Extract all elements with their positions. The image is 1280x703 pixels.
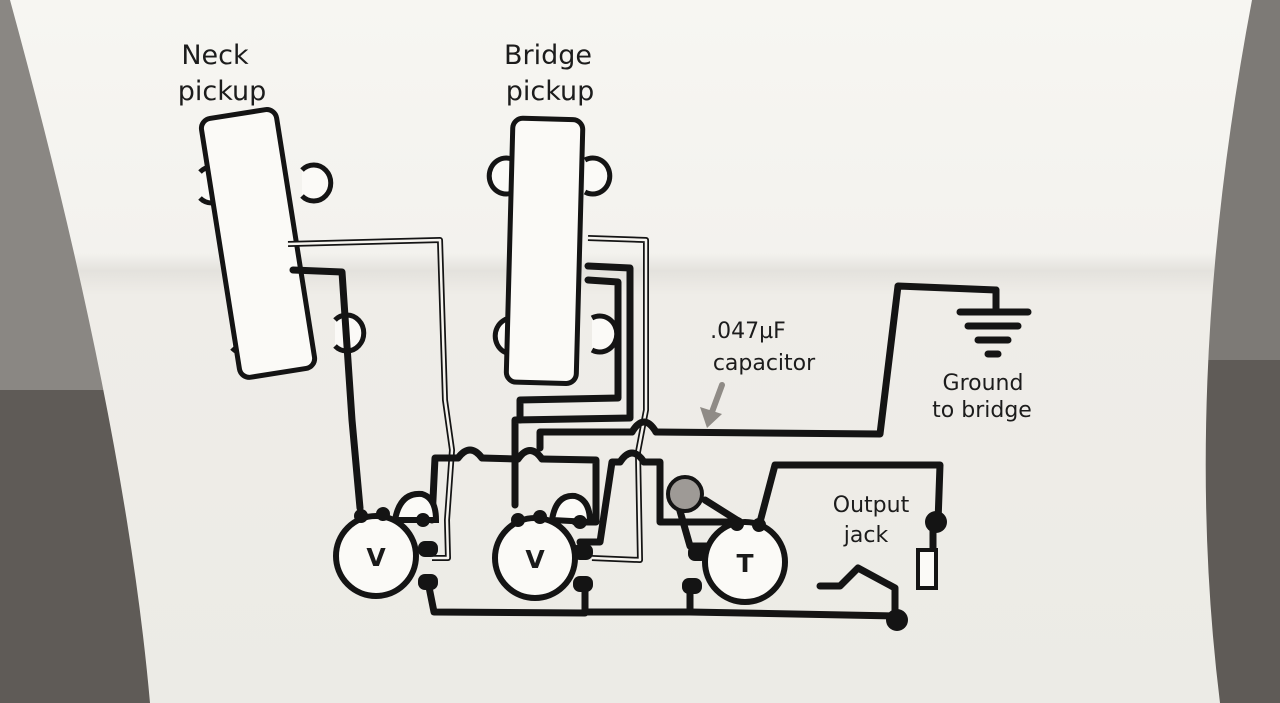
tone-lug-4 <box>682 578 702 594</box>
tone-pot[interactable]: T <box>666 475 788 605</box>
neck-volume-lug-5 <box>418 574 438 590</box>
tone-input-wire <box>640 458 737 526</box>
neck-volume-pot[interactable]: V <box>333 490 440 599</box>
bridge-pickup-label-line2: pickup <box>506 76 595 107</box>
neck-volume-lug-4 <box>418 541 438 557</box>
neck-pickup-tab-top-right <box>300 162 334 204</box>
bridge-pickup-body <box>503 115 586 386</box>
bridge-volume-output-wire <box>576 458 624 546</box>
bridge-pickup-hot-wire <box>511 262 634 509</box>
bridge-pickup-white-wire <box>587 235 649 563</box>
bridge-volume-lug-2 <box>533 510 547 524</box>
capacitor-label-line2: capacitor <box>713 351 816 376</box>
bridge-volume-lug-3 <box>573 515 587 529</box>
neck-pickup <box>198 107 367 380</box>
ground-loop-left <box>424 578 589 617</box>
neck-volume-lug-2 <box>376 507 390 521</box>
capacitor-arrow-icon <box>700 382 725 428</box>
neck-pickup-white-wire <box>287 237 455 561</box>
output-jack-label-line2: jack <box>843 523 889 548</box>
ground-label-line2: to bridge <box>932 398 1032 423</box>
capacitor-icon <box>666 475 704 513</box>
capacitor-label-line1: .047µF <box>710 319 786 344</box>
tone-label: T <box>736 549 753 578</box>
bridge-pickup-tab-top-right <box>583 155 613 197</box>
neck-pickup-label-line1: Neck <box>181 40 249 71</box>
ground-wire-left <box>536 428 636 452</box>
ground-wire-crossover <box>628 418 660 436</box>
tone-lug-3 <box>688 545 708 561</box>
output-jack-tip-contact <box>916 548 938 590</box>
output-jack <box>886 511 947 631</box>
neck-volume-knob[interactable] <box>333 513 419 599</box>
output-hot-wire <box>756 461 944 526</box>
pot-link-wire-b <box>478 454 522 463</box>
neck-pickup-body <box>198 107 318 380</box>
neck-volume-label: V <box>366 543 386 572</box>
ground-loop-to-jack <box>686 564 899 620</box>
bridge-volume-lug-4 <box>573 544 593 560</box>
bridge-pickup-label-line1: Bridge <box>504 40 592 71</box>
bridge-volume-label: V <box>525 545 545 574</box>
output-jack-label-line1: Output <box>833 493 910 518</box>
ground-symbol-icon <box>956 286 1032 358</box>
ground-wire-to-bridge <box>652 282 1000 438</box>
output-jack-sleeve-lug <box>886 609 908 631</box>
bridge-pickup-tab-top-left <box>486 155 516 197</box>
neck-volume-lug-ring <box>391 490 440 523</box>
neck-pickup-label-line2: pickup <box>178 76 267 107</box>
neck-pickup-hot-wire <box>289 266 364 512</box>
ground-label-line1: Ground <box>943 371 1024 396</box>
neck-volume-lug-3 <box>416 513 430 527</box>
bridge-volume-lug-1 <box>511 513 525 527</box>
tone-lug-2 <box>752 518 766 532</box>
tone-lug-1 <box>730 517 744 531</box>
bridge-pickup <box>486 115 620 386</box>
bridge-pickup-tab-bottom-right <box>590 313 620 355</box>
tone-knob[interactable] <box>702 519 788 605</box>
bridge-volume-pot[interactable]: V <box>492 492 594 601</box>
output-jack-tip-lug <box>925 511 947 533</box>
bridge-volume-lug-5 <box>573 576 593 592</box>
neck-volume-lug-1 <box>354 509 368 523</box>
